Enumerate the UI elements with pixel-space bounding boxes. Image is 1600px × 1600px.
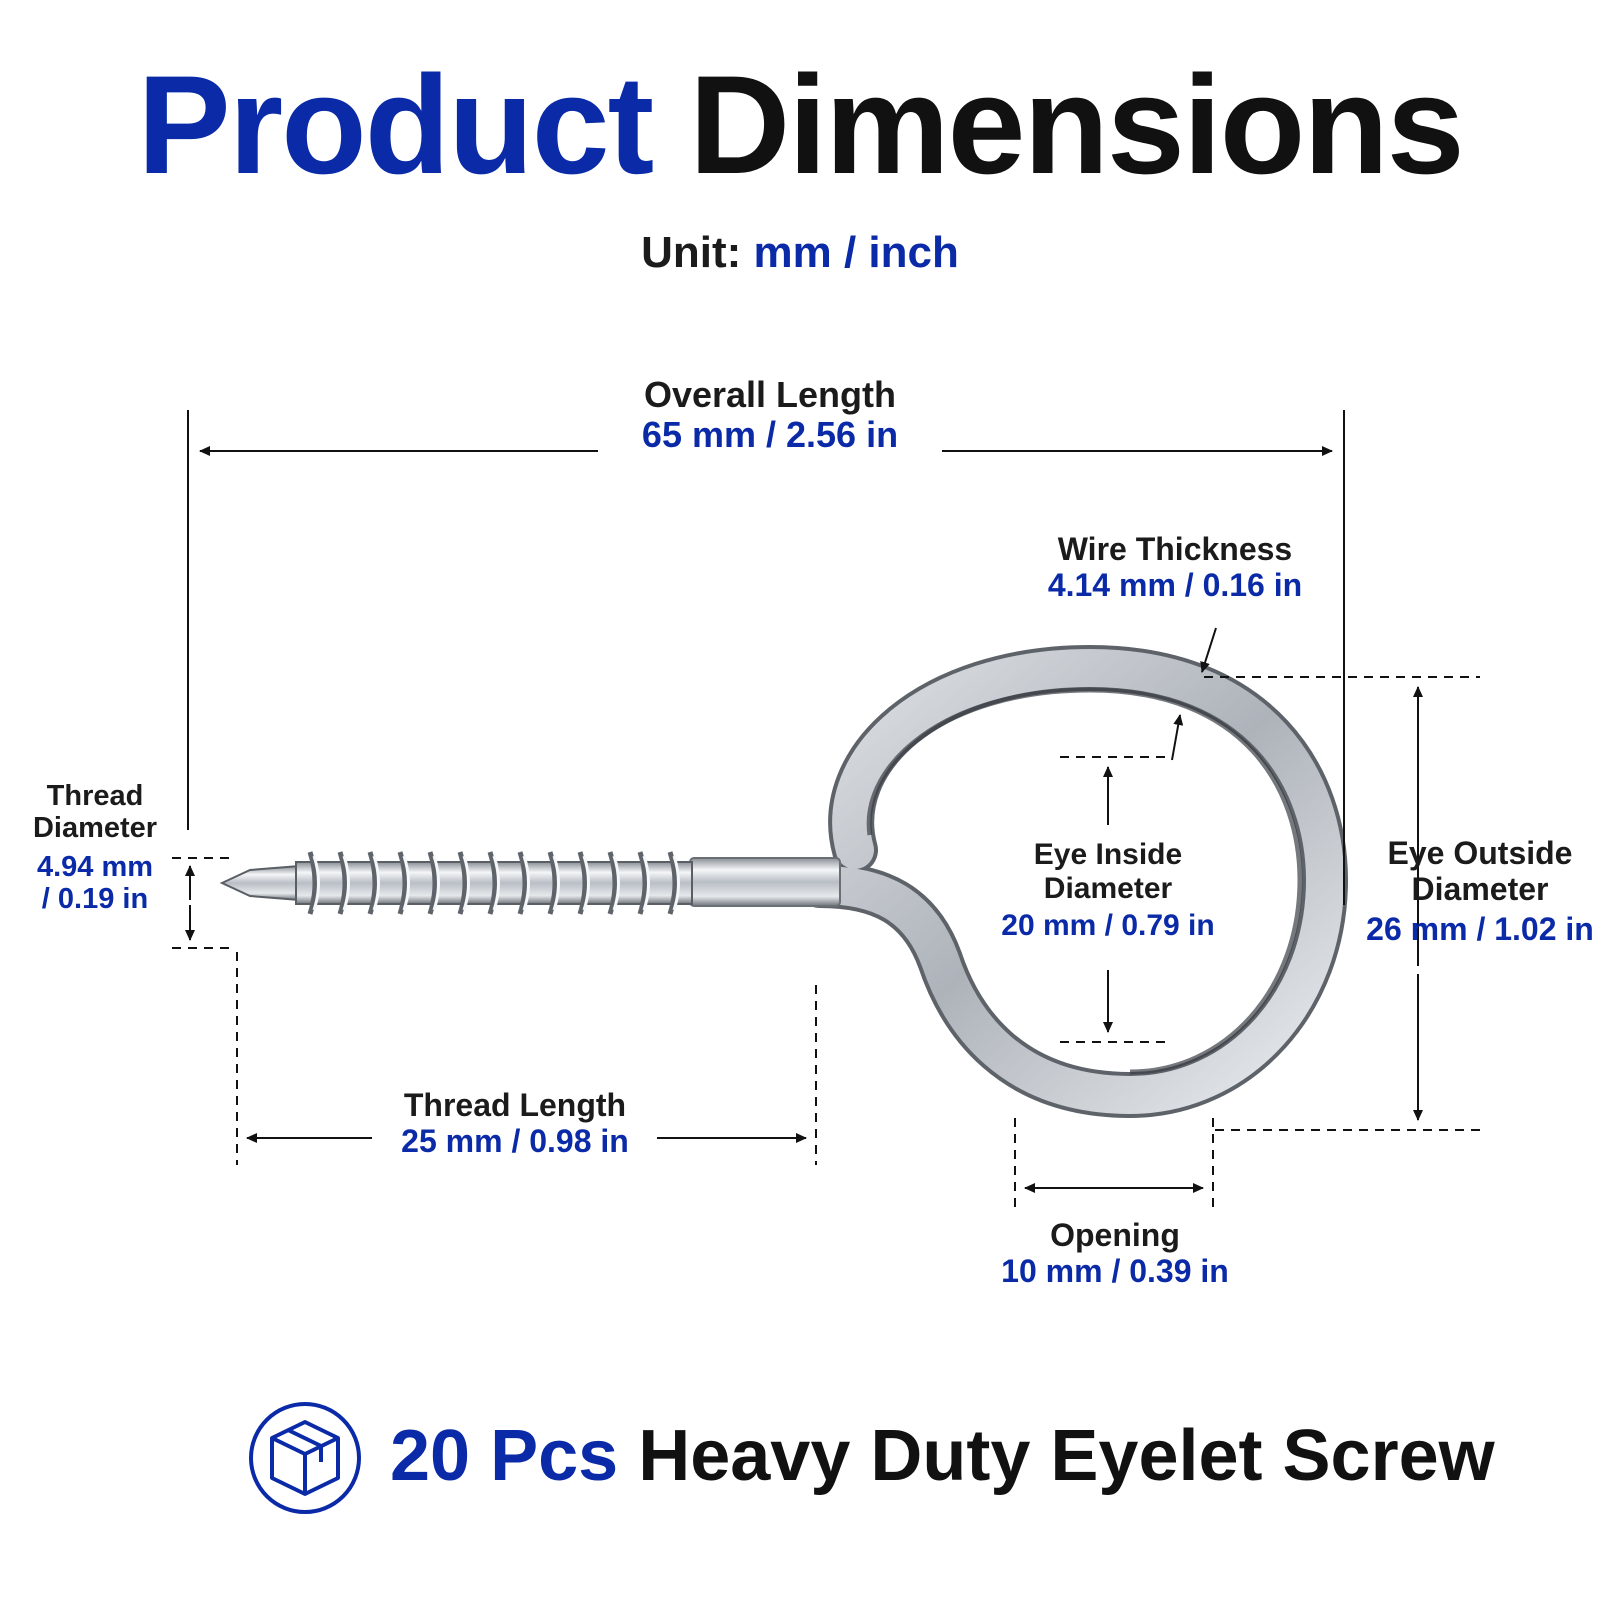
eye-inside-diameter-dimension (1060, 756, 1165, 1043)
thread-diameter-value-1: 4.94 mm (36, 850, 154, 883)
unit-label: Unit: (641, 228, 742, 277)
thread-ridge-highlight (402, 855, 410, 911)
thread-ridge (637, 851, 648, 915)
thread-diameter-title-1: Thread (46, 780, 144, 812)
thread-diameter-value-2: / 0.19 in (41, 883, 149, 916)
wire-thickness-title: Wire Thickness (1057, 531, 1293, 567)
unit-line: Unit: mm / inch (0, 228, 1600, 278)
thread-ridge (487, 851, 498, 915)
thread-ridge (397, 851, 408, 915)
overall-length-label: Overall Length 65 mm / 2.56 in (641, 374, 899, 456)
title-part2: Dimensions (689, 46, 1465, 203)
thread-ridge-highlight (552, 855, 560, 911)
overall-length-title: Overall Length (643, 374, 897, 415)
thread-ridge-highlight (642, 855, 650, 911)
wire-thickness-label: Wire Thickness 4.14 mm / 0.16 in (1047, 531, 1303, 604)
eye-inside-title-2: Diameter (1043, 871, 1173, 905)
overall-length-dimension (187, 410, 1345, 905)
eye-outside-value: 26 mm / 1.02 in (1366, 910, 1594, 947)
thread-ridge-highlight (372, 855, 380, 911)
footer-quantity: 20 Pcs (390, 1416, 619, 1496)
opening-dimension (1014, 1118, 1214, 1210)
thread-ridge-highlight (312, 855, 320, 911)
thread-length-dimension (236, 952, 817, 1165)
screw-eye (797, 644, 1349, 1119)
thread-ridge-highlight (432, 855, 440, 911)
thread-diameter-title-2: Diameter (32, 812, 158, 845)
opening-value: 10 mm / 0.39 in (1001, 1252, 1229, 1289)
thread-ridge-highlight (522, 855, 530, 911)
thread-ridge (307, 851, 318, 915)
thread-ridge-highlight (612, 855, 620, 911)
eye-outside-title-2: Diameter (1411, 870, 1549, 907)
title-part1: Product (137, 46, 654, 203)
thread-ridge-highlight (462, 855, 470, 911)
thread-ridge (547, 851, 558, 915)
thread-ridge (577, 851, 588, 915)
eye-inside-value: 20 mm / 0.79 in (1001, 909, 1215, 943)
thread-ridge (667, 851, 678, 915)
thread-ridge-highlight (672, 855, 680, 911)
eye-inside-diameter-label: Eye Inside Diameter 20 mm / 0.79 in (1001, 838, 1214, 943)
thread-ridge-highlight (582, 855, 590, 911)
wire-thickness-value: 4.14 mm / 0.16 in (1047, 566, 1303, 603)
thread-diameter-dimension (172, 857, 235, 949)
wire-thickness-dimension (1171, 627, 1480, 761)
thread-ridge (457, 851, 468, 915)
opening-label: Opening 10 mm / 0.39 in (1001, 1217, 1229, 1290)
thread-length-value: 25 mm / 0.98 in (401, 1122, 629, 1159)
thread-ridge (337, 851, 348, 915)
thread-ridge (607, 851, 618, 915)
screw-thread (219, 851, 693, 915)
thread-ridge (427, 851, 438, 915)
thread-length-title: Thread Length (403, 1087, 627, 1123)
overall-length-value: 65 mm / 2.56 in (641, 414, 899, 456)
thread-diameter-label: Thread Diameter 4.94 mm / 0.19 in (33, 780, 157, 916)
unit-value: mm / inch (753, 228, 959, 277)
eye-inside-title-1: Eye Inside (1033, 838, 1183, 871)
thread-ridge (517, 851, 528, 915)
thread-ridge-highlight (492, 855, 500, 911)
footer-product: Heavy Duty Eyelet Screw (638, 1416, 1495, 1496)
opening-title: Opening (1050, 1217, 1180, 1253)
screw-shank (689, 857, 841, 907)
eye-outside-title-1: Eye Outside (1387, 835, 1573, 871)
thread-ridge-highlight (342, 855, 350, 911)
thread-length-label: Thread Length 25 mm / 0.98 in (401, 1087, 629, 1160)
footer-caption: 20 Pcs Heavy Duty Eyelet Screw (390, 1420, 1495, 1492)
package-box-icon (249, 1402, 361, 1514)
eye-outside-diameter-label: Eye Outside Diameter 26 mm / 1.02 in (1366, 835, 1594, 947)
thread-ridge (367, 851, 378, 915)
page-title: Product Dimensions (0, 55, 1600, 195)
eye-outside-diameter-dimension (1215, 686, 1480, 1131)
